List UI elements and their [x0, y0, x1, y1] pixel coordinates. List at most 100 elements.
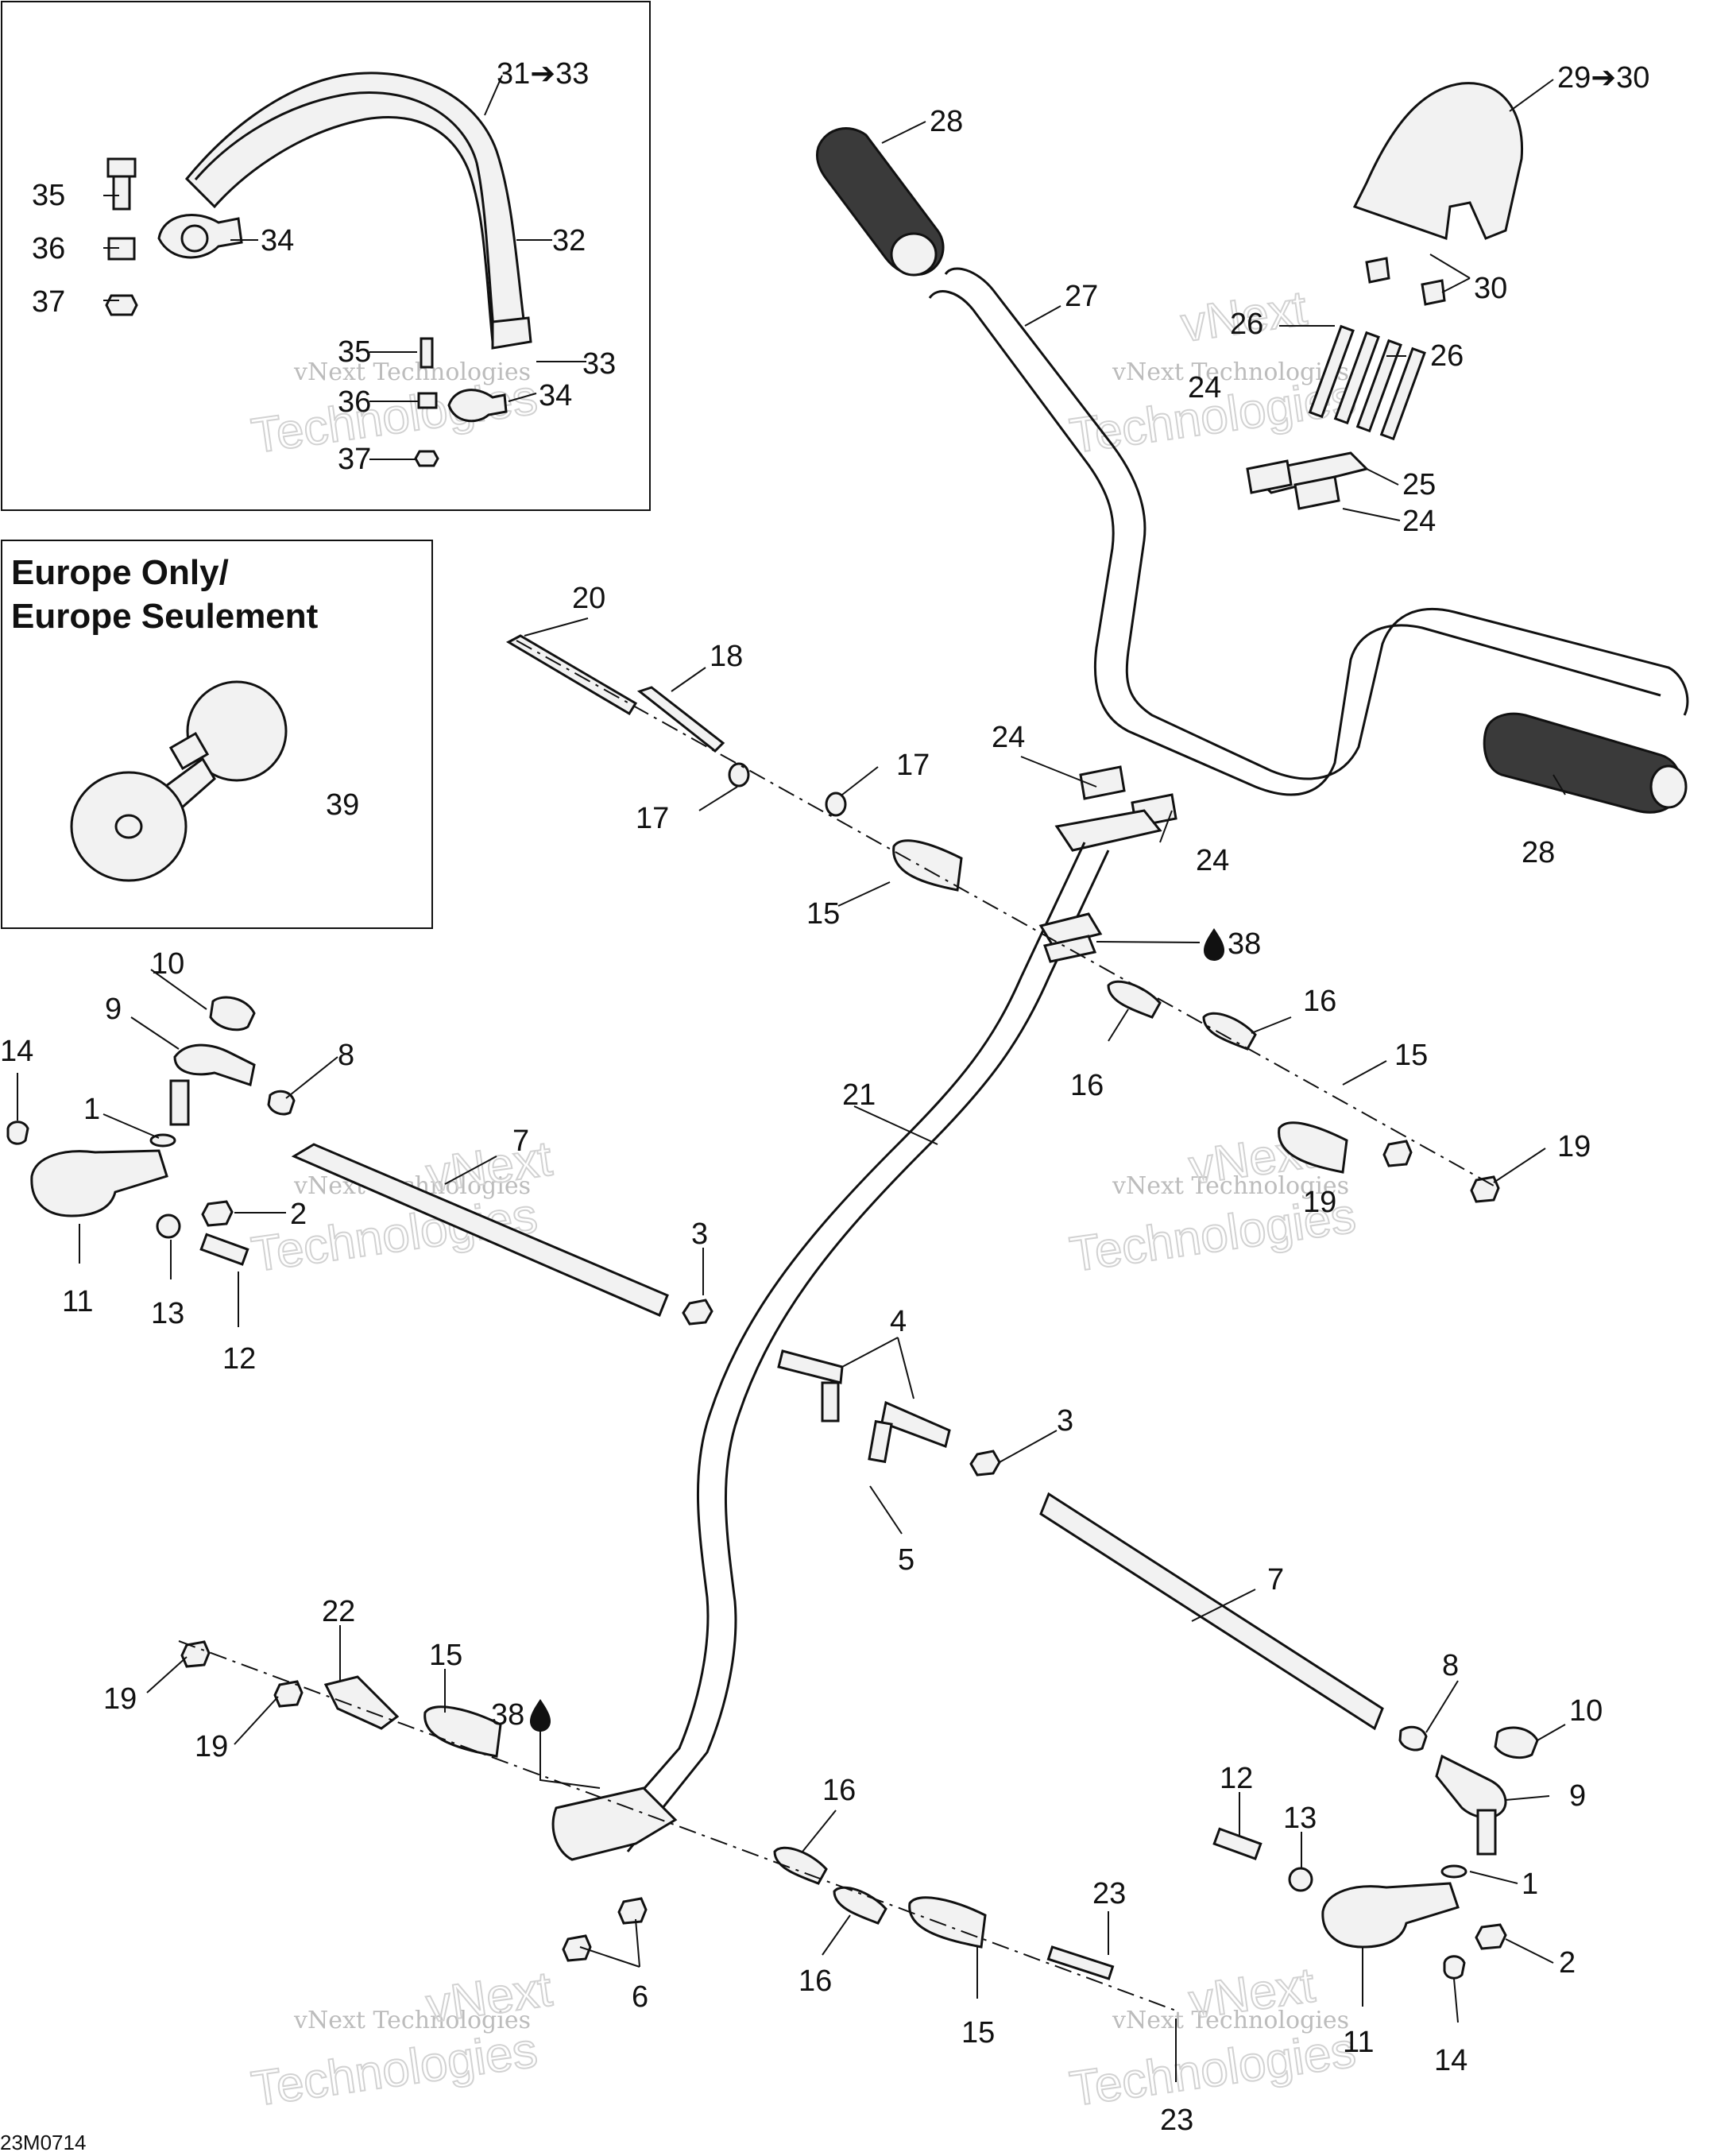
callout-24c: 24	[992, 721, 1025, 754]
callout-1-right: 1	[1522, 1868, 1538, 1901]
washer-13-right	[1288, 1867, 1313, 1892]
callout-38-upper: 38	[1228, 927, 1261, 961]
steering-arm	[551, 1786, 678, 1861]
callout-19-upper: 19	[1557, 1130, 1591, 1163]
watermark-small: vNext Technologies	[1112, 2007, 1349, 2034]
spacer-36b	[417, 392, 438, 409]
tie-rod-end-9-left	[173, 1043, 256, 1086]
callout-9-left: 9	[105, 993, 122, 1026]
callout-30: 30	[1474, 272, 1507, 305]
nut-19-lower-b	[273, 1680, 304, 1708]
axis-line-lower	[178, 1640, 1177, 2011]
callout-8-right: 8	[1442, 1649, 1459, 1682]
callout-21: 21	[842, 1078, 876, 1112]
nut-14-left	[6, 1121, 29, 1145]
callout-33: 33	[582, 347, 616, 381]
inset-box-europe	[1, 540, 433, 929]
bolt-26b	[1333, 331, 1380, 425]
callout-6: 6	[632, 1980, 648, 2014]
sleeve-18	[636, 686, 725, 753]
ball-joint-4a	[777, 1349, 844, 1384]
callout-5: 5	[898, 1543, 915, 1577]
bolt-35b	[420, 337, 434, 369]
watermark-large: Technologies	[248, 2022, 540, 2117]
steering-column-21-right	[626, 850, 1110, 1852]
washer-17b	[825, 792, 847, 817]
handlebar-27-lower	[928, 290, 1661, 796]
oil-drop-icon	[530, 1699, 551, 1732]
callout-34b: 34	[539, 379, 572, 412]
callout-23b: 23	[1160, 2104, 1193, 2137]
nut-37b	[414, 450, 439, 467]
washer-13-left	[156, 1213, 181, 1239]
callout-10-left: 10	[151, 947, 184, 981]
watermark-small: vNext Technologies	[293, 2007, 531, 2034]
nut-3-left	[682, 1299, 713, 1326]
callout-17b: 17	[636, 802, 669, 835]
lower-bearing-group	[178, 1640, 1177, 2011]
spacer-16b	[1202, 1012, 1257, 1051]
spacer-16a	[1107, 980, 1162, 1019]
callout-3-right: 3	[1057, 1404, 1073, 1438]
handlebar-clamp-group	[1054, 324, 1426, 852]
left-tie-rod-end-group	[6, 996, 296, 1266]
callout-24b: 24	[1402, 505, 1436, 538]
nut-19-lower-a	[180, 1640, 211, 1668]
watermark-top: vNext	[423, 1961, 555, 2033]
inset-title-line1: Europe Only/	[11, 553, 229, 592]
steering-arm-11-right	[1321, 1882, 1460, 1949]
callout-2-left: 2	[290, 1198, 307, 1231]
handlebar-pad	[184, 72, 526, 344]
bolt-12-left	[199, 1233, 249, 1266]
watermark-small: vNext Technologies	[1112, 1172, 1349, 1200]
clamp-34b	[447, 389, 508, 423]
callout-8-left: 8	[338, 1039, 354, 1072]
bolt-26d	[1379, 346, 1426, 441]
diagram-code: 23M0714	[0, 2131, 86, 2154]
callout-22: 22	[322, 1595, 355, 1628]
handlebar-group	[815, 127, 1689, 814]
callout-17a: 17	[896, 749, 930, 782]
handlebar-pad-edge	[194, 91, 496, 339]
plate-25-lower	[1054, 809, 1162, 852]
callout-labels: 31➔33 32 34 35 36 37 33 34 35 36 37 39 2…	[0, 57, 1649, 2137]
axis-line-upper	[516, 640, 1495, 1186]
callout-16d: 16	[798, 1964, 832, 1998]
bolt-12-right	[1212, 1827, 1263, 1860]
callout-19-lower-b: 19	[195, 1730, 228, 1763]
callout-38-lower: 38	[491, 1698, 524, 1732]
watermark-top: vNext	[423, 1131, 555, 1202]
spacer-16c	[773, 1846, 828, 1885]
callout-1-left: 1	[83, 1093, 100, 1126]
leader-lines	[17, 75, 1566, 2082]
horn-bulb	[186, 680, 288, 782]
column-flange	[1038, 912, 1103, 947]
callout-37: 37	[32, 285, 65, 319]
bearing-15-upper-right	[1278, 1121, 1348, 1174]
nut-2-left	[201, 1200, 234, 1227]
callout-26a: 26	[1230, 308, 1263, 341]
stud-9-right	[1476, 1809, 1497, 1856]
callout-11-left: 11	[62, 1285, 93, 1318]
callout-7-left: 7	[512, 1124, 529, 1158]
watermark-large: Technologies	[1066, 2022, 1359, 2117]
callout-39: 39	[326, 788, 359, 822]
cap-10-left	[209, 996, 256, 1032]
grip-28-left-end	[890, 232, 938, 277]
watermark-small: vNext Technologies	[293, 358, 531, 386]
horn-bell-inner	[114, 814, 143, 839]
callout-15-lower-left: 15	[429, 1639, 462, 1672]
grip-28-right	[1483, 712, 1682, 814]
ball-joint-4b-stud	[868, 1419, 893, 1464]
bearing-15-upper-left	[892, 839, 963, 892]
cap-10-right	[1494, 1726, 1539, 1759]
callout-24-top: 24	[1188, 371, 1221, 404]
nut-37	[105, 294, 138, 316]
callout-16b: 16	[1070, 1069, 1104, 1102]
callout-13-right: 13	[1283, 1802, 1317, 1835]
horn-clamp	[168, 731, 210, 771]
bolt-head-35	[106, 157, 137, 178]
bolt-26c	[1355, 339, 1402, 433]
clamp-24b	[1293, 475, 1340, 510]
